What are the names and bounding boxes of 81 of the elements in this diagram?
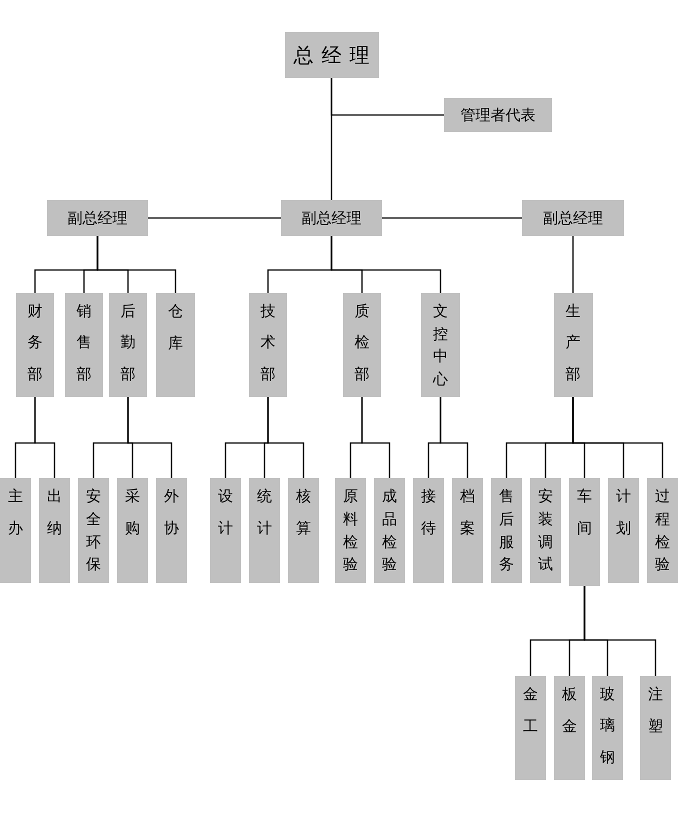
org-box — [109, 293, 147, 397]
node-label: 核算 — [296, 488, 311, 536]
node-label: 生产部 — [566, 303, 580, 382]
connector-line — [330, 78, 332, 200]
org-box — [284, 32, 378, 78]
node-label: 计划 — [616, 488, 631, 536]
node-label: 档案 — [460, 488, 475, 536]
org-box — [343, 293, 381, 397]
node-label: 总经理 — [294, 42, 378, 68]
org-box — [335, 478, 366, 583]
node-label: 管理者代表 — [460, 106, 536, 124]
node-label: 成品检验 — [382, 488, 397, 573]
org-box — [569, 478, 600, 586]
node-label: 技术部 — [260, 303, 276, 382]
org-box — [444, 98, 552, 132]
connector-line — [96, 236, 176, 293]
node-label: 财务部 — [28, 303, 42, 382]
org-box — [0, 478, 31, 583]
connector-line — [572, 236, 574, 293]
connector-line — [267, 397, 304, 478]
org-box — [288, 478, 319, 583]
node-label: 金工 — [523, 686, 538, 734]
node-label: 销售部 — [76, 303, 92, 382]
org-box — [78, 478, 109, 583]
node-label: 文控中心 — [433, 303, 448, 387]
org-box — [117, 478, 148, 583]
org-box — [522, 200, 624, 236]
org-box — [65, 293, 103, 397]
node-label: 统计 — [257, 488, 272, 536]
node-label: 售后服务 — [499, 488, 514, 573]
node-label: 副总经理 — [302, 208, 362, 228]
connector-line — [584, 586, 656, 676]
org-box — [413, 478, 444, 583]
connector-line — [127, 397, 172, 478]
node-label: 质检部 — [354, 303, 370, 382]
node-label: 采购 — [125, 488, 140, 536]
node-label: 设计 — [218, 488, 233, 536]
org-box — [640, 676, 671, 780]
org-box — [608, 478, 639, 583]
node-label: 副总经理 — [543, 208, 603, 228]
org-box — [491, 478, 522, 583]
connector-line — [34, 397, 56, 478]
node-label: 安全环保 — [86, 488, 101, 573]
org-box — [16, 293, 54, 397]
org-box — [554, 293, 592, 397]
node-label: 出纳 — [47, 488, 62, 536]
node-label: 接待 — [421, 488, 436, 536]
connector-line — [148, 217, 281, 219]
org-box — [47, 200, 148, 236]
org-box — [39, 478, 70, 583]
node-label: 仓库 — [168, 303, 183, 351]
node-label: 玻璃钢 — [600, 686, 615, 765]
org-box — [249, 478, 280, 583]
connector-line — [382, 217, 522, 219]
org-box — [647, 478, 678, 583]
org-box — [452, 478, 483, 583]
node-label: 原料检验 — [343, 488, 358, 573]
node-label: 注塑 — [648, 686, 663, 734]
connector-line — [572, 397, 664, 478]
node-label: 后勤部 — [120, 303, 136, 382]
node-label: 过程检验 — [655, 488, 670, 573]
org-box — [156, 478, 187, 583]
org-box — [530, 478, 561, 583]
node-label: 外协 — [164, 488, 179, 536]
node-label: 主办 — [8, 488, 23, 536]
connector-line — [440, 397, 468, 478]
node-label: 板金 — [562, 686, 577, 734]
org-box — [156, 293, 195, 397]
org-box — [421, 293, 460, 397]
connector-line — [330, 236, 442, 293]
org-box — [281, 200, 382, 236]
connector-line — [361, 397, 390, 478]
node-label: 副总经理 — [68, 208, 128, 228]
node-label: 车间 — [577, 488, 592, 536]
org-box — [374, 478, 405, 583]
org-box — [210, 478, 241, 583]
node-label: 安装调试 — [538, 488, 553, 573]
org-box — [592, 676, 623, 780]
org-box — [249, 293, 287, 397]
org-box — [515, 676, 546, 780]
org-box — [554, 676, 585, 780]
